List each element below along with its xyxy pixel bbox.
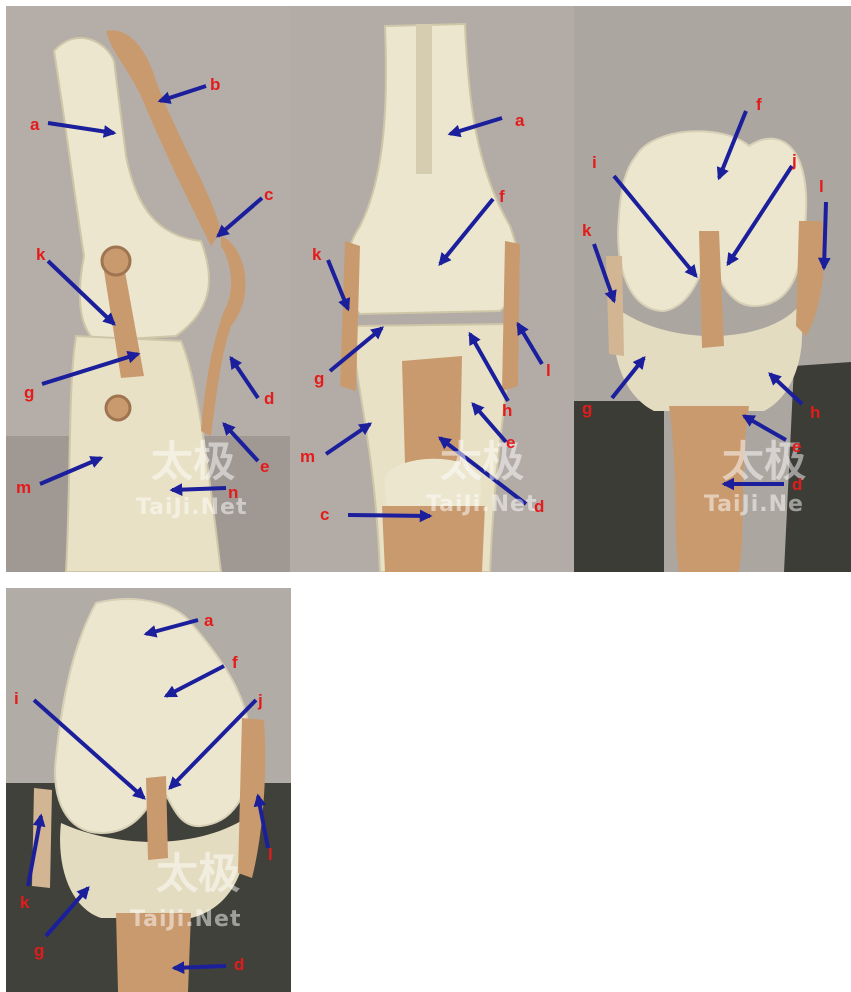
- label-i: i: [592, 153, 597, 172]
- label-d: d: [234, 955, 244, 974]
- panel-lateral: 太极 TaiJi.Net a b c k g d m e n: [6, 6, 290, 572]
- label-l: l: [819, 177, 824, 196]
- label-d: d: [534, 497, 544, 516]
- label-j: j: [791, 151, 797, 170]
- label-g: g: [314, 369, 324, 388]
- label-f: f: [499, 187, 505, 206]
- arrow-d: [174, 966, 226, 968]
- label-k: k: [20, 893, 30, 912]
- panel-flexed-front: 太极 TaiJi.Ne f i j k l g h e d: [574, 6, 851, 572]
- arrow-l: [824, 202, 826, 268]
- label-a: a: [30, 115, 40, 134]
- arrow-c: [348, 515, 430, 516]
- label-g: g: [34, 941, 44, 960]
- label-j: j: [257, 691, 263, 710]
- label-d: d: [264, 389, 274, 408]
- panel-anterior: 太极 TaiJi.Net a f k g l h m e c d: [290, 6, 574, 572]
- label-e: e: [792, 437, 801, 456]
- label-d: d: [792, 475, 802, 494]
- svg-text:太极: 太极: [151, 437, 235, 486]
- svg-text:太极: 太极: [156, 849, 240, 898]
- label-f: f: [756, 95, 762, 114]
- label-l: l: [546, 361, 551, 380]
- label-l: l: [268, 845, 273, 864]
- label-a: a: [204, 611, 214, 630]
- label-n: n: [228, 483, 238, 502]
- label-b: b: [210, 75, 220, 94]
- label-k: k: [582, 221, 592, 240]
- label-c: c: [264, 185, 273, 204]
- label-e: e: [260, 457, 269, 476]
- label-c: c: [320, 505, 329, 524]
- label-g: g: [582, 399, 592, 418]
- label-k: k: [312, 245, 322, 264]
- label-m: m: [300, 447, 315, 466]
- knee-anterior-photo: 太极 TaiJi.Net a f k g l h m e c d: [290, 6, 574, 572]
- watermark: 太极 TaiJi.Net: [136, 437, 248, 520]
- knee-flexed-front-photo: 太极 TaiJi.Ne f i j k l g h e d: [574, 6, 851, 572]
- watermark: 太极 TaiJi.Net: [426, 437, 538, 517]
- panel-flexed-angled: 太极 TaiJi.Net a f i j l k g d: [6, 588, 291, 992]
- label-f: f: [232, 653, 238, 672]
- label-m: m: [16, 478, 31, 497]
- label-h: h: [502, 401, 512, 420]
- svg-text:TaiJi.Net: TaiJi.Net: [130, 907, 242, 932]
- label-e: e: [506, 433, 515, 452]
- label-i: i: [14, 689, 19, 708]
- label-g: g: [24, 383, 34, 402]
- arrow-n: [172, 488, 226, 490]
- svg-text:TaiJi.Net: TaiJi.Net: [426, 492, 538, 517]
- label-h: h: [810, 403, 820, 422]
- knee-flexed-angled-photo: 太极 TaiJi.Net a f i j l k g d: [6, 588, 291, 992]
- label-a: a: [515, 111, 525, 130]
- knee-lateral-photo: 太极 TaiJi.Net a b c k g d m e n: [6, 6, 290, 572]
- svg-text:TaiJi.Ne: TaiJi.Ne: [704, 492, 804, 517]
- label-k: k: [36, 245, 46, 264]
